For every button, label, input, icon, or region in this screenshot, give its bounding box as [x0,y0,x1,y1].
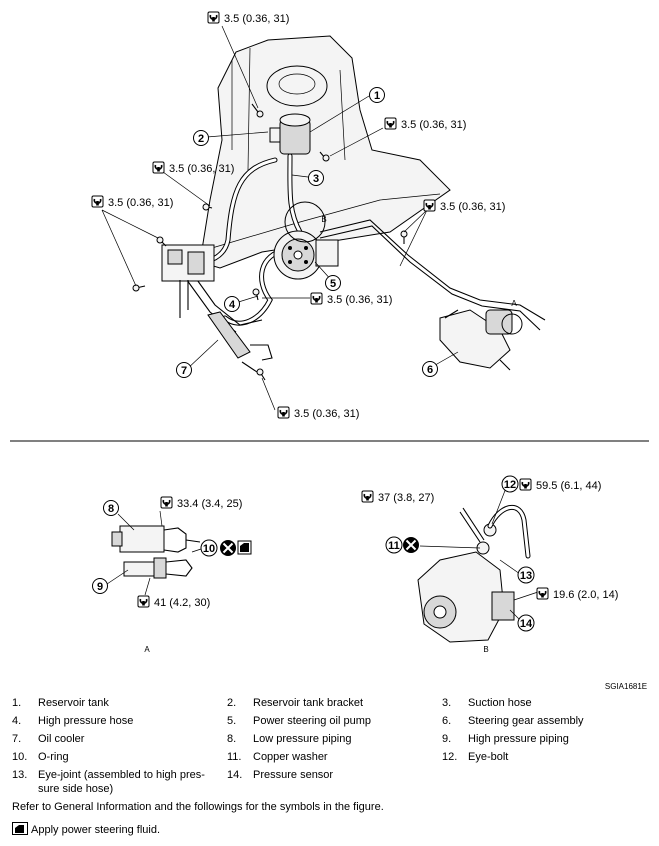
svg-text:33.4 (3.4, 25): 33.4 (3.4, 25) [177,498,242,510]
torque-label-top: 3.5 (0.36, 31) [207,11,289,25]
detail-b-marker: B [284,201,327,243]
leader-lines [101,25,459,411]
bolts [132,103,408,381]
reservoir-tank [269,113,311,155]
callout-11: 11 [385,536,403,554]
body-panel [199,35,451,269]
svg-text:A: A [511,299,517,308]
steering-gear-assembly: A [439,299,523,371]
torque-label-b-sensor: 19.6 (2.0, 14) [536,587,618,601]
svg-text:13: 13 [520,570,532,582]
svg-text:59.5 (6.1, 44): 59.5 (6.1, 44) [536,480,601,492]
fluid-icon-a [237,540,252,555]
svg-text:10: 10 [203,543,215,555]
callout-3: 3 [308,170,324,186]
svg-text:3.5 (0.36, 31): 3.5 (0.36, 31) [169,163,234,175]
svg-text:B: B [321,215,326,224]
legend-item: 2.Reservoir tank bracket [227,697,364,709]
svg-text:11: 11 [388,540,400,552]
legend-item: 7.Oil cooler [12,733,85,745]
svg-text:2: 2 [198,133,204,145]
torque-label-left-bracket: 3.5 (0.36, 31) [91,195,173,209]
fluid-note: Apply power steering fluid. [12,822,160,836]
service-diagram: B A [10,11,649,690]
torque-label-left-upper: 3.5 (0.36, 31) [152,161,234,175]
svg-text:5: 5 [330,278,336,290]
callout-13: 13 [517,566,535,584]
svg-text:3.5 (0.36, 31): 3.5 (0.36, 31) [401,119,466,131]
legend-item: 5.Power steering oil pump [227,715,372,727]
detail-a-drawing [106,510,205,596]
callout-8: 8 [103,500,119,516]
legend-item: 3.Suction hose [442,697,532,709]
fluid-icon [12,822,28,835]
svg-text:6: 6 [427,364,433,376]
svg-text:3: 3 [313,173,319,185]
svg-text:12: 12 [504,479,516,491]
no-reuse-icon-b [403,537,419,553]
legend-item: 11.Copper washer [227,751,328,763]
legend-item-continued: sure side hose) [38,783,114,795]
legend-item: 1.Reservoir tank [12,697,109,709]
torque-label-pump-bottom: 3.5 (0.36, 31) [310,292,392,306]
torque-label-right-pipe: 3.5 (0.36, 31) [423,199,505,213]
torque-label-a-low: 33.4 (3.4, 25) [160,496,242,510]
callout-9: 9 [92,578,108,594]
torque-label-b-eyebolt: 59.5 (6.1, 44) [519,478,601,492]
callout-2: 2 [193,130,209,146]
legend-item: 6.Steering gear assembly [442,715,584,727]
power-steering-pump [273,230,339,280]
callout-5: 5 [325,275,341,291]
callout-7: 7 [176,362,192,378]
figure-id: SGIA1681E [605,682,647,690]
callout-1: 1 [369,87,385,103]
svg-text:14: 14 [520,618,533,630]
callout-14: 14 [517,614,535,632]
legend-item: 4.High pressure hose [12,715,134,727]
svg-text:41 (4.2, 30): 41 (4.2, 30) [154,597,210,609]
torque-label-b-bolt: 37 (3.8, 27) [361,490,434,504]
svg-text:3.5 (0.36, 31): 3.5 (0.36, 31) [108,197,173,209]
callout-4: 4 [224,296,240,312]
svg-text:3.5 (0.36, 31): 3.5 (0.36, 31) [327,294,392,306]
svg-text:9: 9 [97,581,103,593]
torque-label-bottom: 3.5 (0.36, 31) [277,406,359,420]
svg-text:3.5 (0.36, 31): 3.5 (0.36, 31) [440,201,505,213]
svg-text:1: 1 [374,90,380,102]
no-reuse-icon-a [220,540,236,556]
svg-text:3.5 (0.36, 31): 3.5 (0.36, 31) [224,13,289,25]
svg-text:3.5 (0.36, 31): 3.5 (0.36, 31) [294,408,359,420]
callout-12: 12 [501,475,519,493]
fluid-note-text: Apply power steering fluid. [31,824,161,836]
legend-item: 9.High pressure piping [442,733,569,745]
left-bracket [161,244,215,318]
legend-item: 13.Eye-joint (assembled to high pres- [12,769,205,781]
symbols-note: Refer to General Information and the fol… [12,801,384,813]
detail-a-label: A [144,645,150,654]
callout-6: 6 [422,361,438,377]
torque-label-reservoir: 3.5 (0.36, 31) [384,117,466,131]
svg-text:7: 7 [181,365,187,377]
svg-text:8: 8 [108,503,114,515]
svg-text:19.6 (2.0, 14): 19.6 (2.0, 14) [553,589,618,601]
svg-text:4: 4 [229,299,236,311]
detail-b-label: B [483,645,488,654]
legend-item: 10.O-ring [12,751,69,763]
legend-item: 12.Eye-bolt [442,751,509,763]
legend-item: 8.Low pressure piping [227,733,352,745]
detail-b-drawing [417,487,539,643]
legend-item: 14.Pressure sensor [227,769,334,781]
svg-text:37 (3.8, 27): 37 (3.8, 27) [378,492,434,504]
callout-10: 10 [200,539,218,557]
torque-label-a-high: 41 (4.2, 30) [137,595,210,609]
